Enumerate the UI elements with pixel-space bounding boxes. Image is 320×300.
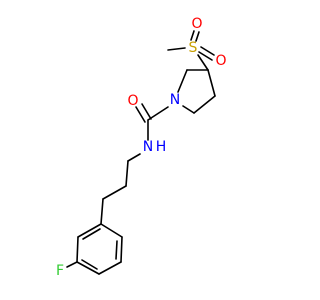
bond-namide-ch2a — [127, 153, 141, 162]
atom-oxygen-carbonyl: O — [127, 93, 138, 109]
atom-oxygen-sulfonyl-right: O — [215, 53, 226, 69]
bond-benz-4-5 — [76, 261, 100, 275]
bond-benz-1-2 — [100, 223, 123, 238]
bond-ch2c-ring — [100, 198, 104, 225]
atom-labels: O N N H S O O F — [56, 16, 227, 279]
bonds — [66, 30, 216, 275]
bond-ring-c5-n — [182, 105, 195, 114]
molecule-structure: O N N H S O O F — [56, 16, 227, 279]
bond-c-nring — [147, 106, 169, 121]
bond-ring-n-c2 — [177, 69, 188, 93]
bond-carbonyl-co-2 — [141, 103, 152, 120]
bond-so-top-2 — [195, 31, 200, 42]
bond-benz-inner-c — [82, 228, 101, 240]
bond-benz-inner-a — [115, 240, 118, 260]
bond-c3-s — [197, 54, 209, 71]
bond-benz-inner-b — [81, 259, 98, 270]
bond-so-right-1 — [200, 46, 215, 56]
bond-carbonyl-co-1 — [135, 106, 146, 123]
bond-ch2b-ch2c — [102, 185, 127, 200]
bond-ring-c3-c4 — [207, 69, 216, 97]
bond-benz-2-3 — [120, 236, 123, 263]
bond-benz-6-1 — [77, 223, 102, 238]
bond-ch2a-ch2b — [125, 160, 129, 187]
atom-nitrogen-amide: N — [143, 139, 153, 155]
bond-c-f — [66, 261, 78, 268]
atom-fluorine: F — [56, 263, 64, 279]
molecule-canvas: O N N H S O O F — [56, 16, 227, 279]
atom-hydrogen-amide: H — [156, 139, 167, 155]
bond-so-top-1 — [190, 30, 195, 41]
bond-so-right-2 — [198, 51, 213, 61]
bond-ring-c4-c5 — [193, 95, 216, 114]
atom-sulfur: S — [189, 40, 198, 56]
bond-benz-3-4 — [98, 261, 122, 275]
atom-nitrogen-ring: N — [170, 92, 180, 108]
bond-s-methyl — [167, 47, 186, 51]
atom-oxygen-sulfonyl-top: O — [191, 16, 202, 32]
bond-benz-5-6 — [76, 236, 79, 263]
